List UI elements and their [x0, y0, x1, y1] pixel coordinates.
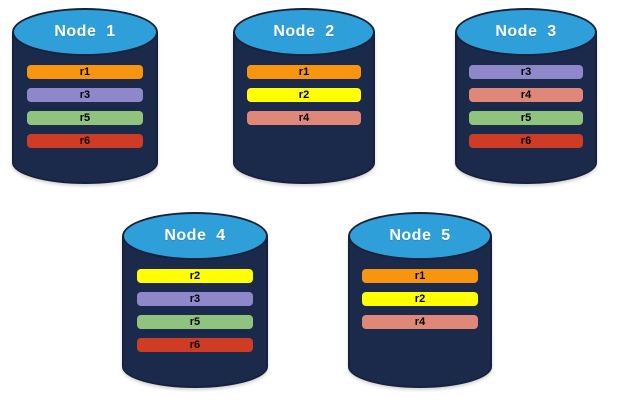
replica-bar-r1[interactable]: r1 — [26, 65, 144, 79]
replica-bar-r6[interactable]: r6 — [469, 134, 583, 148]
node-cylinder-body — [455, 32, 597, 184]
node-cylinder-top-ellipse — [348, 212, 492, 260]
replica-bar-r2[interactable]: r2 — [136, 269, 254, 283]
node-title: Node 1 — [54, 23, 116, 40]
node-cylinder-top-ellipse — [122, 212, 268, 260]
node-cylinder-top-ellipse — [233, 8, 375, 56]
replica-bar-r3[interactable]: r3 — [469, 65, 583, 79]
replica-bar-r4[interactable]: r4 — [362, 315, 478, 329]
replica-list: r1 r2 r4 — [348, 269, 492, 329]
node-cylinder-top-ellipse — [455, 8, 597, 56]
node-title: Node 3 — [495, 23, 557, 40]
replica-bar-r2[interactable]: r2 — [247, 88, 361, 102]
replica-list: r3 r4 r5 r6 — [455, 65, 597, 148]
database-node-1[interactable]: Node 1 r1 r3 r5 r6 — [12, 8, 158, 184]
database-node-5[interactable]: Node 5 r1 r2 r4 — [348, 212, 492, 388]
database-node-3[interactable]: Node 3 r3 r4 r5 r6 — [455, 8, 597, 184]
replica-bar-r5[interactable]: r5 — [469, 111, 583, 125]
replica-bar-r6[interactable]: r6 — [26, 134, 144, 148]
replica-bar-r3[interactable]: r3 — [136, 292, 254, 306]
replica-list: r2 r3 r5 r6 — [122, 269, 268, 352]
replica-list: r1 r3 r5 r6 — [12, 65, 158, 148]
replica-list: r1 r2 r4 — [233, 65, 375, 125]
replica-bar-r2[interactable]: r2 — [362, 292, 478, 306]
replica-bar-r3[interactable]: r3 — [26, 88, 144, 102]
node-title: Node 4 — [164, 227, 226, 244]
replica-bar-r4[interactable]: r4 — [469, 88, 583, 102]
database-node-2[interactable]: Node 2 r1 r2 r4 — [233, 8, 375, 184]
replica-bar-r5[interactable]: r5 — [136, 315, 254, 329]
replica-bar-r6[interactable]: r6 — [136, 338, 254, 352]
node-title: Node 5 — [389, 227, 451, 244]
node-title: Node 2 — [273, 23, 335, 40]
node-cylinder-body — [122, 236, 268, 388]
database-node-4[interactable]: Node 4 r2 r3 r5 r6 — [122, 212, 268, 388]
replica-bar-r1[interactable]: r1 — [362, 269, 478, 283]
node-cylinder-top-ellipse — [12, 8, 158, 56]
replica-bar-r1[interactable]: r1 — [247, 65, 361, 79]
replica-bar-r4[interactable]: r4 — [247, 111, 361, 125]
replica-bar-r5[interactable]: r5 — [26, 111, 144, 125]
node-cylinder-body — [233, 32, 375, 184]
